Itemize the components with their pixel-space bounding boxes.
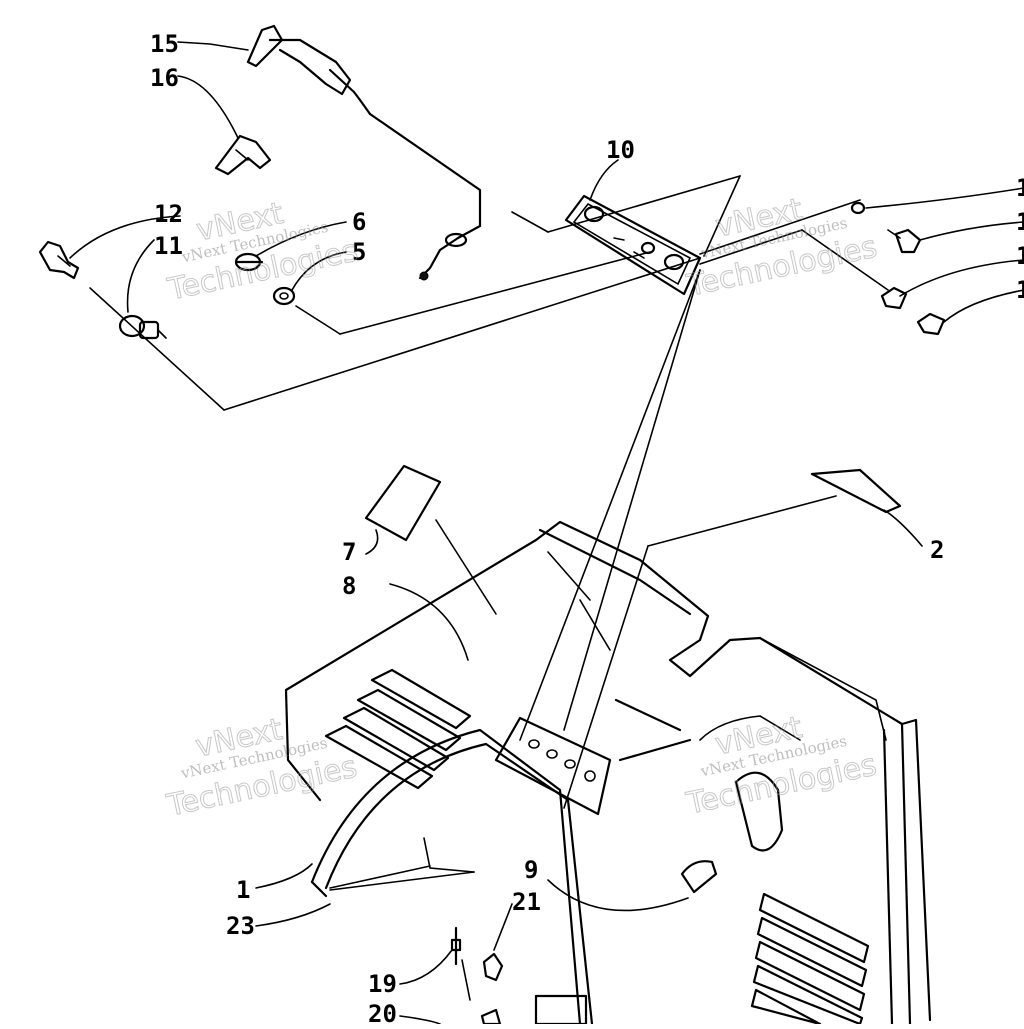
callout-label: 8 <box>342 572 356 600</box>
callout-label: 1 <box>1016 242 1024 270</box>
callout-label: 1 <box>1016 276 1024 304</box>
switch-part <box>118 314 167 340</box>
watermark-bottom-right: vNext vNext Technologies Technologies <box>682 710 880 823</box>
choke-lever-part <box>246 24 482 281</box>
knob-part <box>38 240 80 280</box>
callout-label: 23 <box>226 912 255 940</box>
callout-label: 7 <box>342 538 356 566</box>
right-small-parts <box>850 201 946 336</box>
decal-part <box>364 464 442 542</box>
callout-label: 1 <box>236 876 250 904</box>
leader-lines-bottom <box>255 269 923 1025</box>
callout-label: 1 <box>1016 174 1024 202</box>
watermark-top-right: vNext vNext Technologies Technologies <box>683 192 881 305</box>
callout-label: 9 <box>524 856 538 884</box>
callout-label: 5 <box>352 238 366 266</box>
callout-label: 10 <box>606 136 635 164</box>
callout-label: 20 <box>368 1000 397 1024</box>
watermark-bottom-left: vNext vNext Technologies Technologies <box>163 712 361 825</box>
fastener-parts <box>450 926 504 1026</box>
washer-part <box>272 286 296 306</box>
bracket-part <box>214 134 272 176</box>
callout-label: 19 <box>368 970 397 998</box>
callout-label: 16 <box>150 64 179 92</box>
callout-label: 2 <box>930 536 944 564</box>
callout-label: 21 <box>512 888 541 916</box>
callout-label: 12 <box>154 200 183 228</box>
leader-lines-top <box>69 41 1024 411</box>
callout-label: 6 <box>352 208 366 236</box>
callout-label: 1 <box>1016 208 1024 236</box>
callout-label: 11 <box>154 232 183 260</box>
decal-strip-part <box>810 468 902 514</box>
callout-label: 15 <box>150 30 179 58</box>
watermark-top-left: vNext vNext Technologies Technologies <box>164 195 362 308</box>
bolt-part <box>234 252 264 272</box>
hood-body-part <box>284 520 932 1026</box>
callout-labels: 15 16 12 11 6 5 10 2 7 8 1 23 9 21 19 20… <box>150 30 1024 1028</box>
